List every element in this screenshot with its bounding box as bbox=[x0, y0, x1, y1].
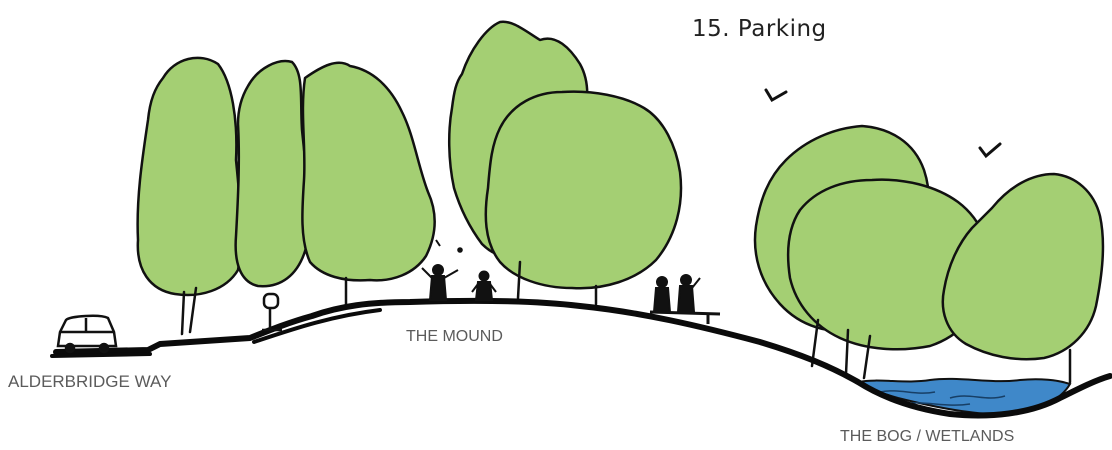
tree-canopy bbox=[236, 61, 309, 286]
tree-canopy bbox=[302, 63, 434, 281]
person-icon bbox=[472, 272, 496, 301]
people-group-bench bbox=[654, 275, 700, 312]
tree-canopy bbox=[486, 92, 681, 289]
person-icon bbox=[654, 277, 670, 312]
person-icon bbox=[422, 265, 458, 300]
bird-icon bbox=[766, 90, 786, 100]
tree-group-right bbox=[755, 126, 1103, 359]
label-the-mound: THE MOUND bbox=[406, 328, 503, 346]
tree-canopy bbox=[943, 174, 1103, 359]
tree-group-left bbox=[138, 22, 681, 295]
person-icon bbox=[678, 275, 700, 312]
small-marks bbox=[436, 240, 462, 252]
tree-trunk bbox=[182, 292, 184, 334]
page-title: 15. Parking bbox=[692, 16, 827, 42]
people-group-mound bbox=[422, 265, 496, 300]
label-bog-wetlands: THE BOG / WETLANDS bbox=[840, 428, 1014, 446]
label-alderbridge-way: ALDERBRIDGE WAY bbox=[8, 372, 171, 392]
bird-icon bbox=[980, 144, 1000, 156]
tree-canopy bbox=[138, 58, 241, 295]
car-icon bbox=[58, 316, 116, 352]
